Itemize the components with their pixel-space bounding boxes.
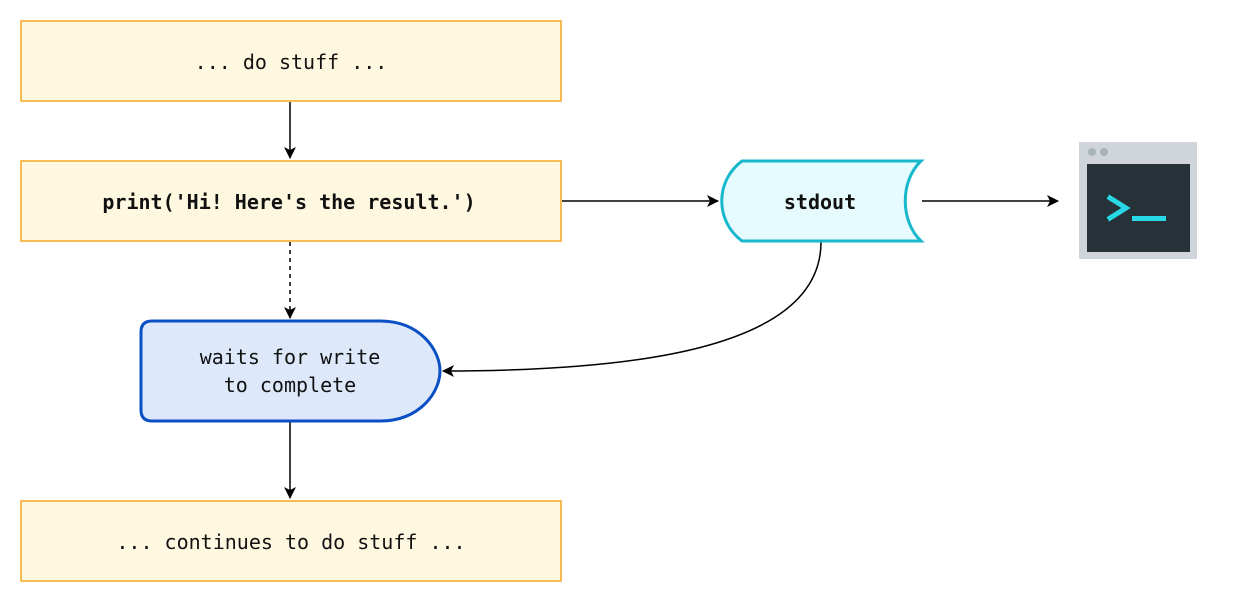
node-stdout-label: stdout [784, 190, 856, 214]
node-stdout-shape [720, 159, 925, 243]
edge-stdout-to-waits-curve [442, 241, 822, 377]
node-stdout: stdout [720, 159, 925, 243]
node-waits-label-line1: waits for write [200, 345, 381, 369]
edges [284, 102, 1059, 499]
node-do-stuff-box [20, 20, 562, 102]
terminal-prompt-chevron [1106, 194, 1131, 222]
node-continues-label: ... continues to do stuff ... [116, 530, 465, 554]
node-waits: waits for write to complete [139, 319, 442, 423]
terminal-prompt-underscore [1132, 216, 1166, 221]
node-print-box [20, 160, 562, 242]
terminal-screen [1087, 164, 1190, 252]
terminal-icon [1079, 142, 1197, 259]
node-print: print('Hi! Here's the result.') [20, 160, 562, 242]
node-print-label: print('Hi! Here's the result.') [102, 190, 475, 214]
terminal-window-dot-2 [1100, 148, 1108, 156]
node-do-stuff-label: ... do stuff ... [195, 50, 388, 74]
node-waits-shape [139, 319, 442, 423]
node-continues: ... continues to do stuff ... [20, 500, 562, 582]
node-do-stuff: ... do stuff ... [20, 20, 562, 102]
node-waits-label-line2: to complete [224, 373, 356, 397]
node-continues-box [20, 500, 562, 582]
terminal-window-dot-1 [1088, 148, 1096, 156]
